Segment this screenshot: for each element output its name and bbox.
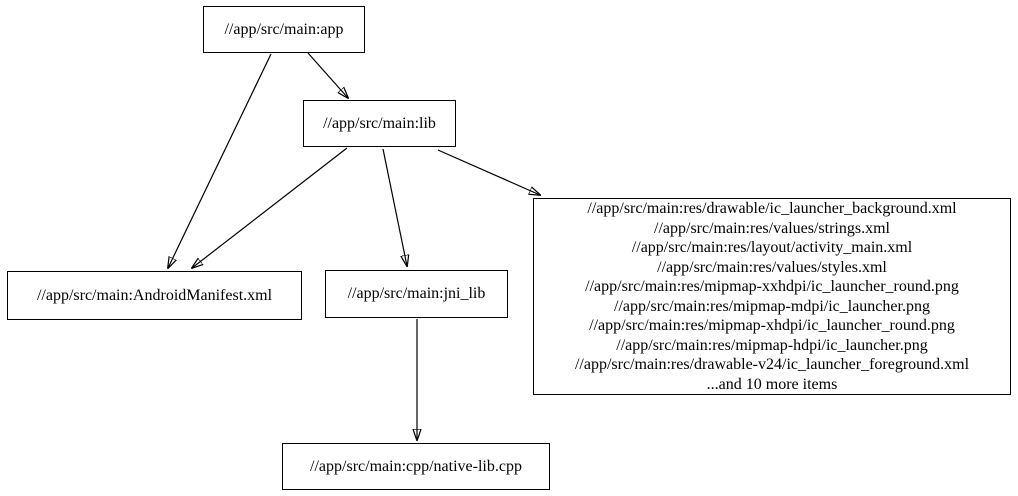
resource-item: //app/src/main:res/drawable-v24/ic_launc… — [574, 356, 970, 373]
node-lib: //app/src/main:lib — [303, 100, 456, 147]
edge-app-lib — [307, 52, 348, 98]
node-resources: //app/src/main:res/drawable/ic_launcher_… — [533, 198, 1011, 395]
resource-item: //app/src/main:res/mipmap-hdpi/ic_launch… — [616, 336, 928, 354]
node-native-lib-cpp-label: //app/src/main:cpp/native-lib.cpp — [310, 457, 522, 475]
node-app-label: //app/src/main:app — [224, 20, 344, 38]
edge-app-manifest — [168, 53, 272, 268]
node-jni-lib-label: //app/src/main:jni_lib — [347, 285, 486, 302]
node-jni-lib: //app/src/main:jni_lib — [325, 270, 508, 318]
node-android-manifest-label: //app/src/main:AndroidManifest.xml — [36, 286, 273, 304]
edge-lib-manifest — [192, 147, 348, 268]
node-native-lib-cpp: //app/src/main:cpp/native-lib.cpp — [282, 443, 550, 490]
node-android-manifest: //app/src/main:AndroidManifest.xml — [7, 271, 302, 320]
resource-item: //app/src/main:res/layout/activity_main.… — [631, 239, 913, 256]
node-lib-label: //app/src/main:lib — [323, 114, 436, 132]
edge-lib-res — [437, 149, 540, 195]
node-app: //app/src/main:app — [203, 6, 365, 53]
resource-item: //app/src/main:res/values/strings.xml — [654, 219, 890, 237]
resource-more-items: ...and 10 more items — [706, 375, 838, 393]
resource-item: //app/src/main:res/mipmap-xxhdpi/ic_laun… — [585, 278, 959, 295]
edge-lib-jni-lib — [382, 148, 407, 266]
resource-item: //app/src/main:res/drawable/ic_launcher_… — [587, 200, 957, 217]
resource-item: //app/src/main:res/mipmap-mdpi/ic_launch… — [614, 297, 930, 315]
resource-item: //app/src/main:res/mipmap-xhdpi/ic_launc… — [589, 317, 955, 334]
resource-item: //app/src/main:res/values/styles.xml — [657, 258, 887, 276]
